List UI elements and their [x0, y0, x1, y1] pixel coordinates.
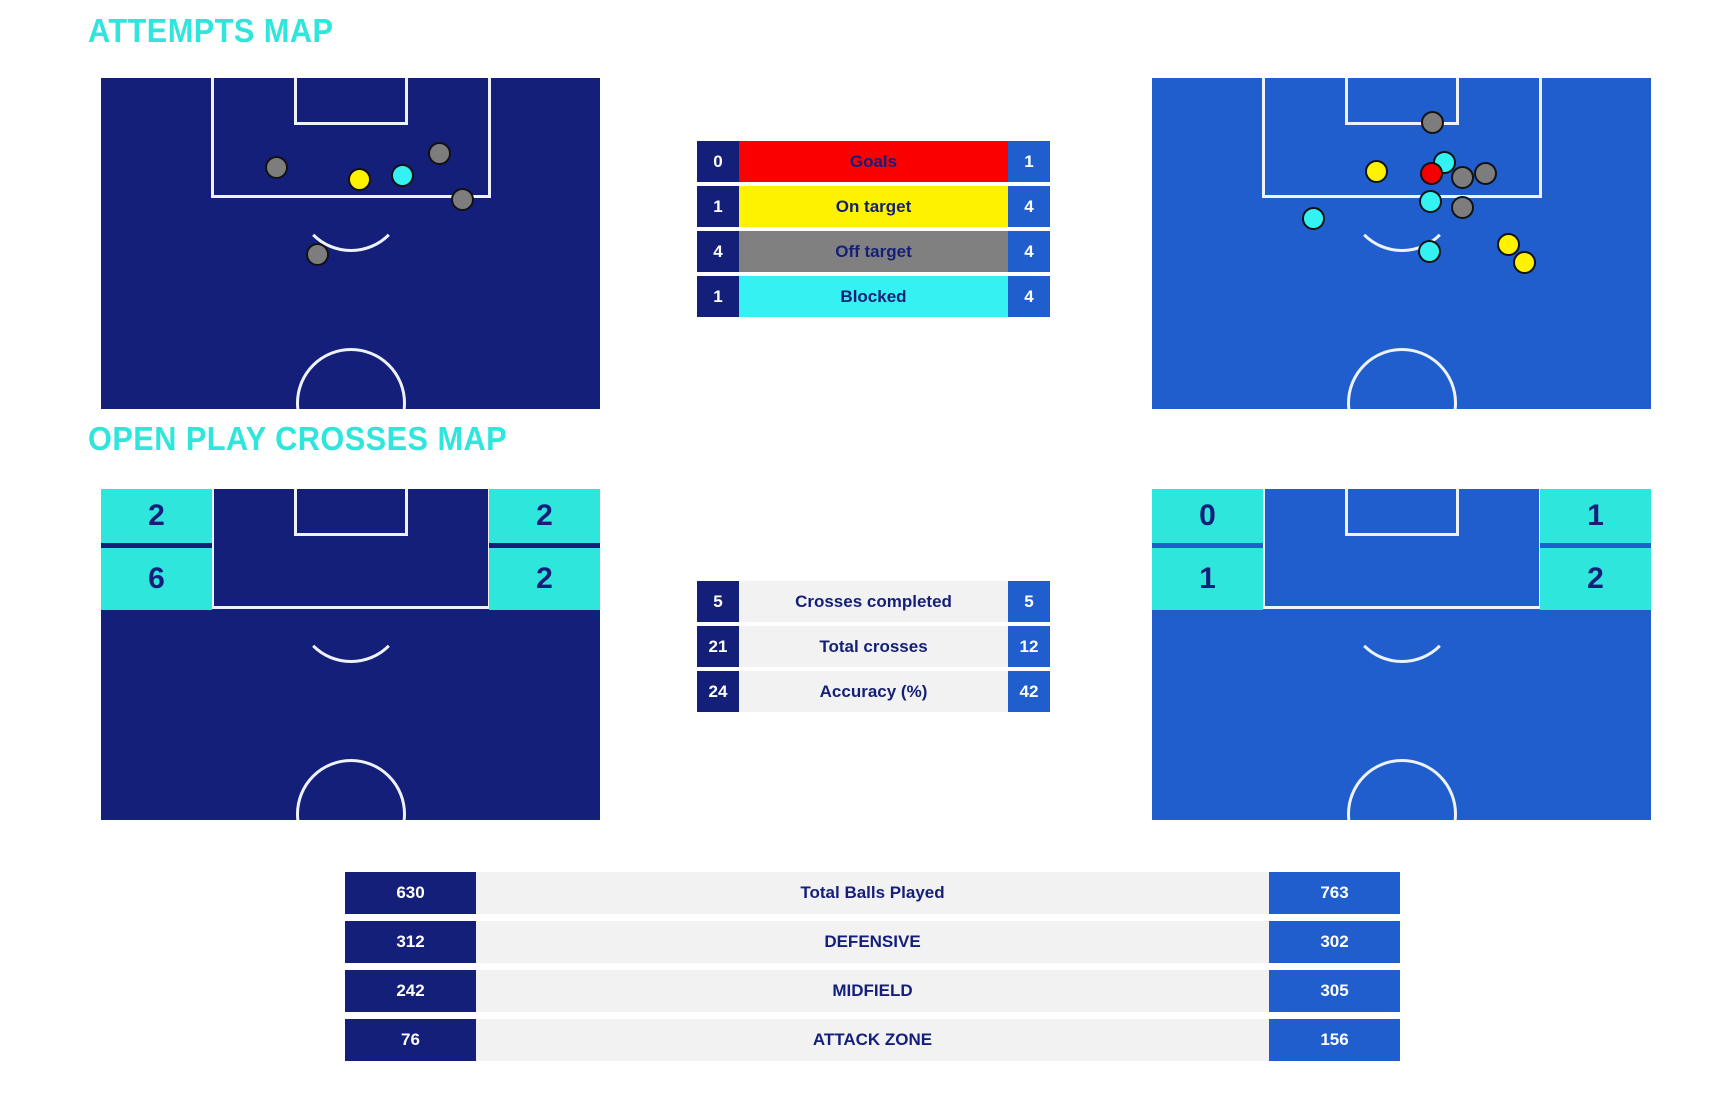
cross-zone-top-left: 2: [101, 489, 212, 543]
away-value: 4: [1008, 186, 1050, 227]
pitch-center-circle: [1347, 348, 1457, 409]
home-value: 5: [697, 581, 739, 622]
stat-label: Goals: [739, 141, 1008, 182]
stat-label: ATTACK ZONE: [476, 1019, 1269, 1061]
cross-zone-top-left: 0: [1152, 489, 1263, 543]
cross-zone-separator-right: [1540, 543, 1651, 548]
pitch-penalty-arc: [296, 142, 406, 252]
table-row: 21 Total crosses 12: [697, 626, 1050, 667]
crosses-pitch-away: 0 1 1 2: [1152, 489, 1651, 820]
table-row: 1 Blocked 4: [697, 276, 1050, 317]
pitch-six-yard-box: [294, 489, 408, 536]
shot-marker-blocked: [391, 164, 414, 187]
table-row: 242 MIDFIELD 305: [345, 970, 1400, 1012]
table-row: 76 ATTACK ZONE 156: [345, 1019, 1400, 1061]
away-value: 1: [1008, 141, 1050, 182]
pitch-center-circle: [296, 759, 406, 820]
shot-marker-goal: [1420, 162, 1443, 185]
shot-marker-on-target: [1365, 160, 1388, 183]
attempts-pitch-away: [1152, 78, 1651, 409]
shot-marker-off-target: [1421, 111, 1444, 134]
shot-marker-blocked: [1302, 207, 1325, 230]
stat-label: Total crosses: [739, 626, 1008, 667]
shot-marker-on-target: [348, 168, 371, 191]
stat-label: Off target: [739, 231, 1008, 272]
shot-marker-blocked: [1419, 190, 1442, 213]
attempts-stats-table: 0 Goals 1 1 On target 4 4 Off target 4 1…: [697, 141, 1050, 317]
cross-zone-top-right: 1: [1540, 489, 1651, 543]
stat-label: Blocked: [739, 276, 1008, 317]
pitch-penalty-arc: [1347, 142, 1457, 252]
stat-label: Crosses completed: [739, 581, 1008, 622]
shot-marker-on-target: [1497, 233, 1520, 256]
shot-marker-off-target: [265, 156, 288, 179]
balls-played-table: 630 Total Balls Played 763 312 DEFENSIVE…: [345, 872, 1400, 1068]
shot-marker-off-target: [428, 142, 451, 165]
shot-marker-off-target: [1451, 196, 1474, 219]
away-value: 4: [1008, 276, 1050, 317]
table-row: 630 Total Balls Played 763: [345, 872, 1400, 914]
shot-marker-off-target: [451, 188, 474, 211]
away-value: 42: [1008, 671, 1050, 712]
pitch-center-circle: [296, 348, 406, 409]
home-value: 76: [345, 1019, 476, 1061]
table-row: 312 DEFENSIVE 302: [345, 921, 1400, 963]
shot-marker-on-target: [1513, 251, 1536, 274]
cross-zone-separator-left: [1152, 543, 1263, 548]
home-value: 24: [697, 671, 739, 712]
home-value: 630: [345, 872, 476, 914]
away-value: 12: [1008, 626, 1050, 667]
cross-zone-bottom-left: 1: [1152, 548, 1263, 610]
home-value: 0: [697, 141, 739, 182]
cross-zone-top-right: 2: [489, 489, 600, 543]
attempts-pitch-home: [101, 78, 600, 409]
table-row: 1 On target 4: [697, 186, 1050, 227]
table-row: 4 Off target 4: [697, 231, 1050, 272]
stat-label: DEFENSIVE: [476, 921, 1269, 963]
pitch-six-yard-box: [1345, 489, 1459, 536]
home-value: 1: [697, 276, 739, 317]
cross-zone-bottom-left: 6: [101, 548, 212, 610]
shot-marker-off-target: [1474, 162, 1497, 185]
away-value: 302: [1269, 921, 1400, 963]
home-value: 21: [697, 626, 739, 667]
table-row: 5 Crosses completed 5: [697, 581, 1050, 622]
stat-label: Accuracy (%): [739, 671, 1008, 712]
away-value: 305: [1269, 970, 1400, 1012]
table-row: 0 Goals 1: [697, 141, 1050, 182]
cross-zone-separator-right: [489, 543, 600, 548]
home-value: 1: [697, 186, 739, 227]
shot-marker-off-target: [1451, 166, 1474, 189]
stat-label: MIDFIELD: [476, 970, 1269, 1012]
away-value: 4: [1008, 231, 1050, 272]
crosses-pitch-home: 2 6 2 2: [101, 489, 600, 820]
pitch-penalty-arc: [296, 553, 406, 663]
pitch-six-yard-box: [1345, 78, 1459, 125]
away-value: 156: [1269, 1019, 1400, 1061]
cross-zone-bottom-right: 2: [1540, 548, 1651, 610]
cross-zone-separator-left: [101, 543, 212, 548]
crosses-stats-table: 5 Crosses completed 5 21 Total crosses 1…: [697, 581, 1050, 712]
stat-label: On target: [739, 186, 1008, 227]
away-value: 5: [1008, 581, 1050, 622]
table-row: 24 Accuracy (%) 42: [697, 671, 1050, 712]
away-value: 763: [1269, 872, 1400, 914]
page-title-crosses-map: OPEN PLAY CROSSES MAP: [88, 420, 508, 457]
pitch-penalty-arc: [1347, 553, 1457, 663]
pitch-center-circle: [1347, 759, 1457, 820]
page-title-attempts-map: ATTEMPTS MAP: [88, 12, 334, 49]
shot-marker-blocked: [1418, 240, 1441, 263]
pitch-six-yard-box: [294, 78, 408, 125]
stat-label: Total Balls Played: [476, 872, 1269, 914]
shot-marker-off-target: [306, 243, 329, 266]
home-value: 312: [345, 921, 476, 963]
home-value: 4: [697, 231, 739, 272]
home-value: 242: [345, 970, 476, 1012]
cross-zone-bottom-right: 2: [489, 548, 600, 610]
